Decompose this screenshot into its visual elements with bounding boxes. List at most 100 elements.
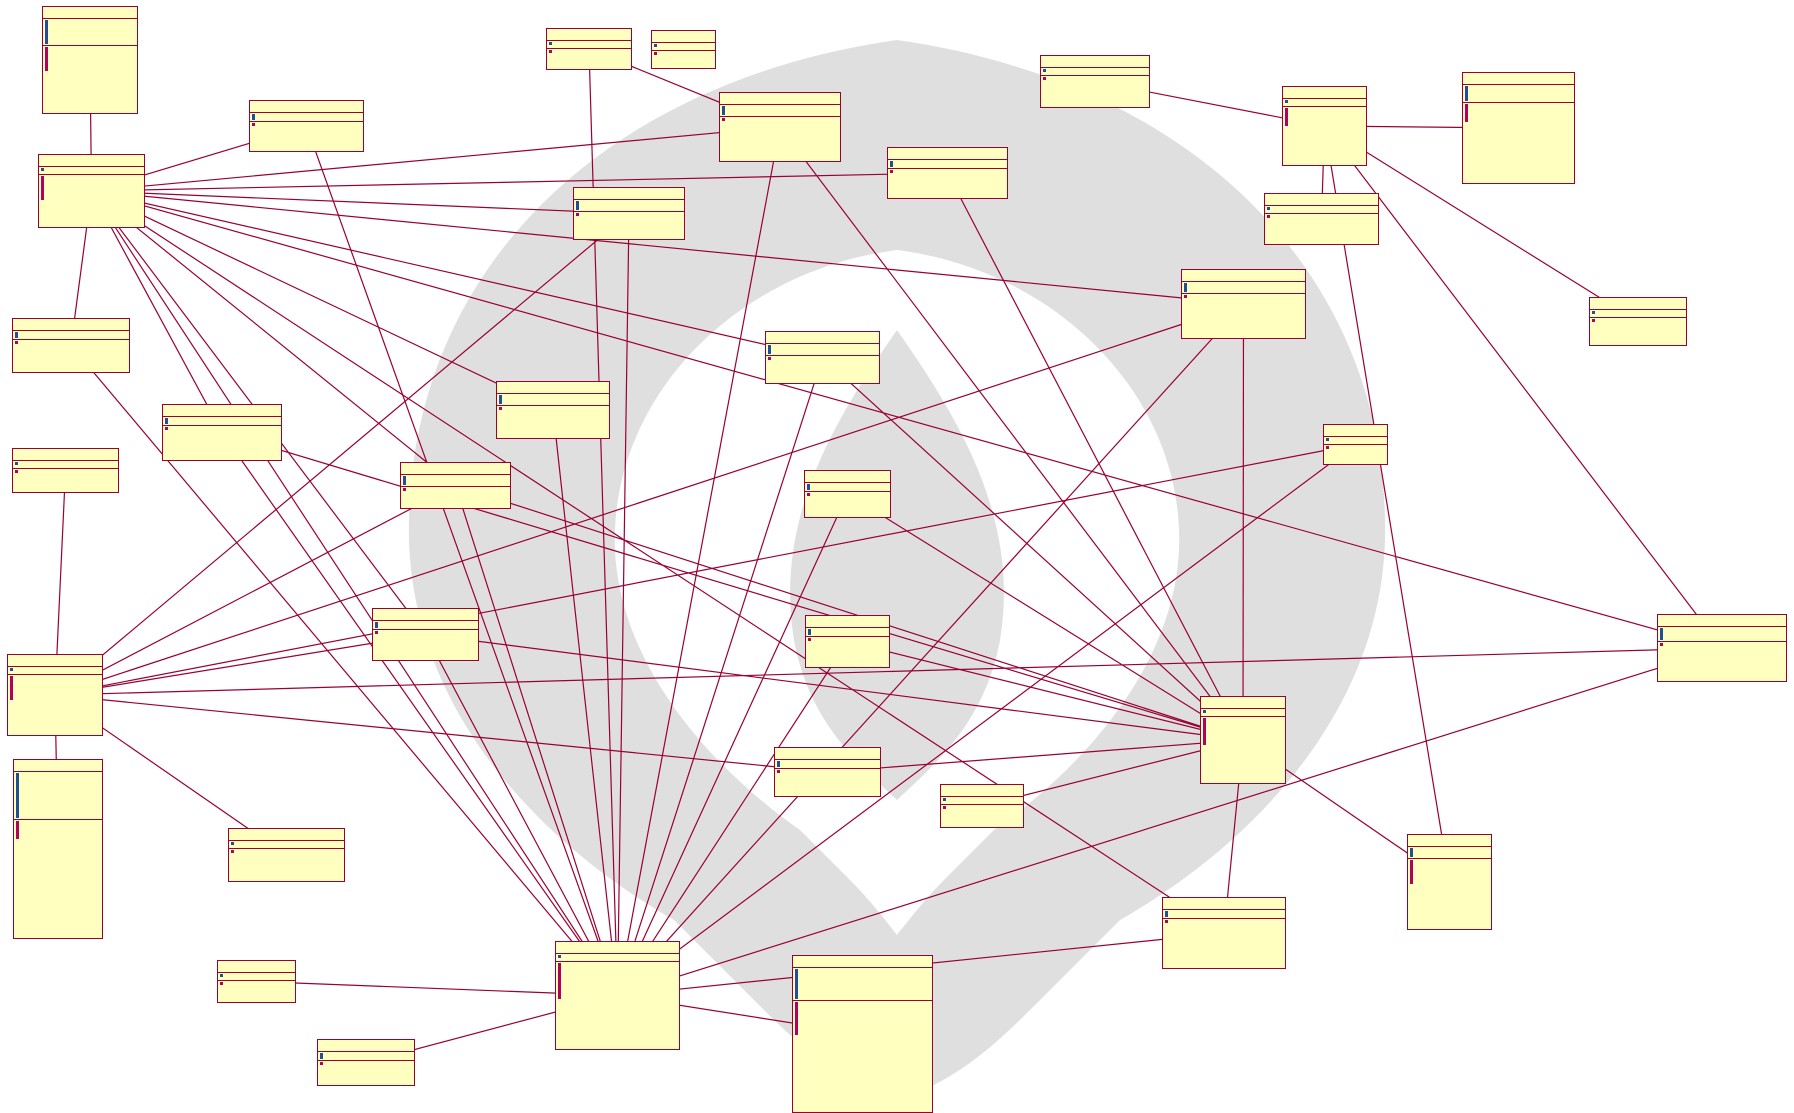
association-line (91, 190, 1225, 934)
field-icon (795, 969, 798, 972)
class-box-dosen[interactable] (1407, 834, 1492, 930)
class-header (888, 148, 1007, 160)
class-box-mahasiswa-ctrl[interactable] (546, 28, 632, 70)
operation-row (15, 470, 116, 473)
class-header (652, 31, 715, 43)
attribute-row (16, 815, 100, 818)
class-attributes (793, 968, 932, 1001)
attribute-row (1465, 86, 1572, 89)
class-header (497, 382, 609, 394)
method-icon (45, 53, 48, 56)
class-box-pembatalan[interactable] (13, 759, 103, 939)
attribute-row (795, 975, 930, 978)
class-box-ubah-pembatalan-prodi[interactable] (1181, 269, 1306, 339)
association-line (54, 303, 1244, 696)
method-icon (1410, 881, 1413, 884)
class-header (14, 760, 102, 772)
class-box-cek-mhs-pengajuan-prodi[interactable] (162, 404, 282, 461)
attribute-row (403, 482, 508, 485)
class-box-cek-mhs-ta-prodi[interactable] (496, 381, 610, 439)
method-icon (558, 996, 561, 999)
class-box-ubah-ta-prodi[interactable] (217, 960, 296, 1003)
field-icon (1285, 100, 1288, 103)
class-attributes (941, 797, 1023, 805)
class-box-menu[interactable] (887, 147, 1008, 199)
operation-row (41, 191, 142, 194)
class-box-verifikasi-pembatalan[interactable] (400, 462, 511, 509)
field-icon (1465, 89, 1468, 92)
method-icon (795, 1002, 798, 1005)
field-icon (795, 990, 798, 993)
class-header (1182, 270, 1305, 282)
class-box-cek-mhs-pengajuan[interactable] (12, 318, 130, 373)
class-box-dosen-ctrl[interactable] (1200, 696, 1286, 784)
method-icon (41, 185, 44, 188)
class-box-jenis-pembatalan[interactable] (228, 828, 345, 882)
class-box-cek-mhs-pembatalan-prodi[interactable] (372, 608, 479, 661)
association-line (616, 493, 849, 996)
association-line (91, 190, 1244, 305)
class-box-cek-mhs-ta[interactable] (765, 331, 880, 384)
method-icon (807, 493, 810, 496)
attribute-row (558, 955, 677, 958)
class-box-mengganti-password[interactable] (249, 100, 364, 152)
class-box-kategori[interactable] (1462, 72, 1575, 184)
class-box-mahasiswa[interactable] (42, 6, 138, 114)
class-box-ubah-detail-kategori-dosen[interactable] (1589, 297, 1687, 346)
association-line (54, 484, 456, 696)
field-icon (1165, 914, 1168, 917)
class-box-cek-mhs-pembatalan[interactable] (573, 187, 685, 240)
field-icon (16, 809, 19, 812)
class-operations (8, 675, 102, 701)
method-icon (777, 770, 780, 773)
class-box-cek-status-pembatalan[interactable] (12, 448, 119, 493)
class-box-ta-dao[interactable] (555, 941, 680, 1050)
class-box-jadwal-dosen[interactable] (940, 784, 1024, 828)
operation-row (10, 682, 100, 685)
method-icon (808, 638, 811, 641)
class-attributes (373, 621, 478, 630)
class-operations (373, 630, 478, 635)
association-line (54, 647, 1723, 696)
class-attributes (1265, 206, 1378, 214)
class-header (556, 942, 679, 954)
class-box-ta[interactable] (792, 955, 933, 1113)
class-box-ubah-ta-pengajuan-prodi[interactable] (317, 1039, 415, 1086)
method-icon (1326, 446, 1329, 449)
class-header (318, 1040, 414, 1052)
operation-row (10, 676, 100, 679)
method-icon (1184, 295, 1187, 298)
field-icon (795, 978, 798, 981)
class-box-cek-status-ta[interactable] (805, 615, 890, 668)
class-box-ubah-pengajuan-ta[interactable] (1162, 897, 1286, 969)
class-header (8, 655, 102, 667)
field-icon (795, 996, 798, 999)
method-icon (1285, 108, 1288, 111)
class-box-penjadwalan-mhs-yudisium[interactable] (804, 470, 891, 518)
class-box-kuis-ctrl[interactable] (651, 30, 716, 69)
operation-row (16, 821, 100, 824)
class-box-pembatalan-dao[interactable] (7, 654, 103, 736)
method-icon (558, 993, 561, 996)
attribute-row (45, 35, 135, 38)
operation-row (10, 697, 100, 700)
attribute-row (10, 668, 100, 671)
attribute-row (16, 809, 100, 812)
class-box-pengajuan-ta-menu[interactable] (719, 92, 841, 162)
class-box-mahasiswa-dao[interactable] (38, 154, 145, 228)
association-line (91, 190, 1723, 649)
attribute-row (1660, 637, 1784, 640)
attribute-row (16, 773, 100, 776)
operation-row (795, 1005, 930, 1008)
field-icon (1660, 634, 1663, 637)
class-box-ubah-detail-kategori[interactable] (1040, 55, 1150, 108)
operation-row (1285, 117, 1364, 120)
class-box-kategori-ctrl[interactable] (1282, 86, 1367, 166)
method-icon (1410, 860, 1413, 863)
class-box-cek-mhs-pembatalan-ta[interactable] (774, 747, 881, 797)
class-box-isi-tanggal-batas[interactable] (1323, 424, 1388, 465)
attribute-row (1203, 710, 1283, 713)
class-box-cek-mhs-kategori[interactable] (1264, 193, 1379, 245)
class-box-tambah-pembatalan[interactable] (1657, 614, 1787, 682)
